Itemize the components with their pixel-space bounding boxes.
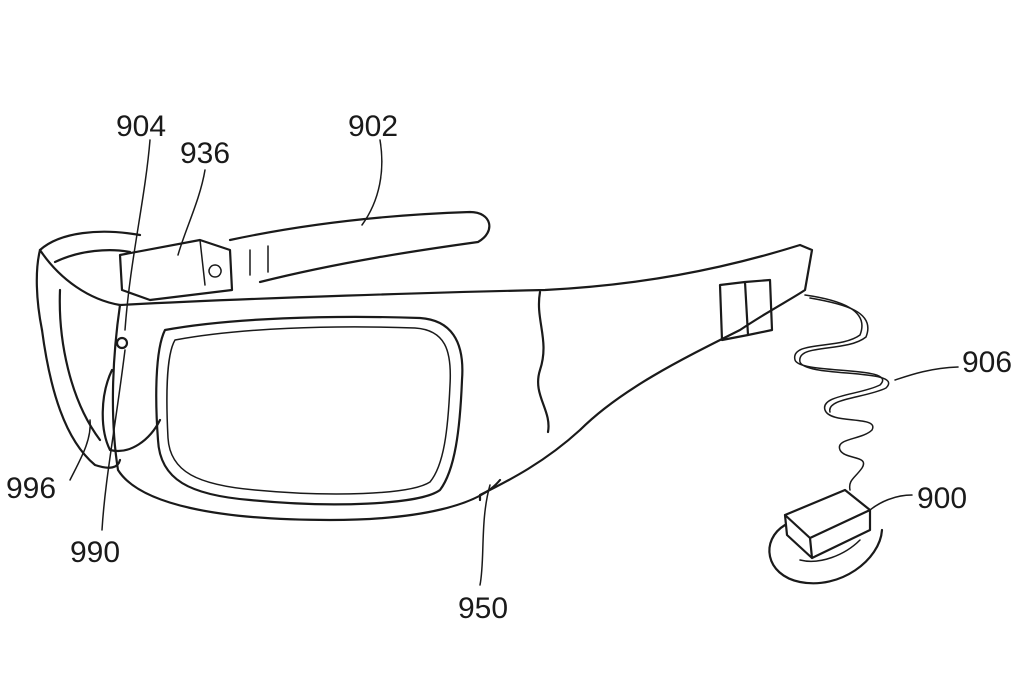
label-904: 904 [116, 110, 166, 143]
label-996: 996 [6, 472, 56, 505]
label-950: 950 [458, 592, 508, 625]
frame-950 [38, 243, 814, 502]
glasses-drawing [35, 210, 814, 522]
label-900: 900 [917, 482, 967, 515]
far-temple-arm [228, 210, 491, 284]
lens [155, 315, 464, 506]
label-990: 990 [70, 536, 120, 569]
wrist-device [768, 488, 884, 585]
camera [115, 336, 129, 350]
label-936: 936 [180, 137, 230, 170]
label-902: 902 [348, 110, 398, 143]
leader-lines [69, 139, 959, 586]
side-shield [40, 328, 122, 469]
label-906: 906 [962, 346, 1012, 379]
cable-906 [794, 294, 884, 491]
display-module [118, 238, 234, 302]
frame-top-rim [35, 230, 142, 332]
